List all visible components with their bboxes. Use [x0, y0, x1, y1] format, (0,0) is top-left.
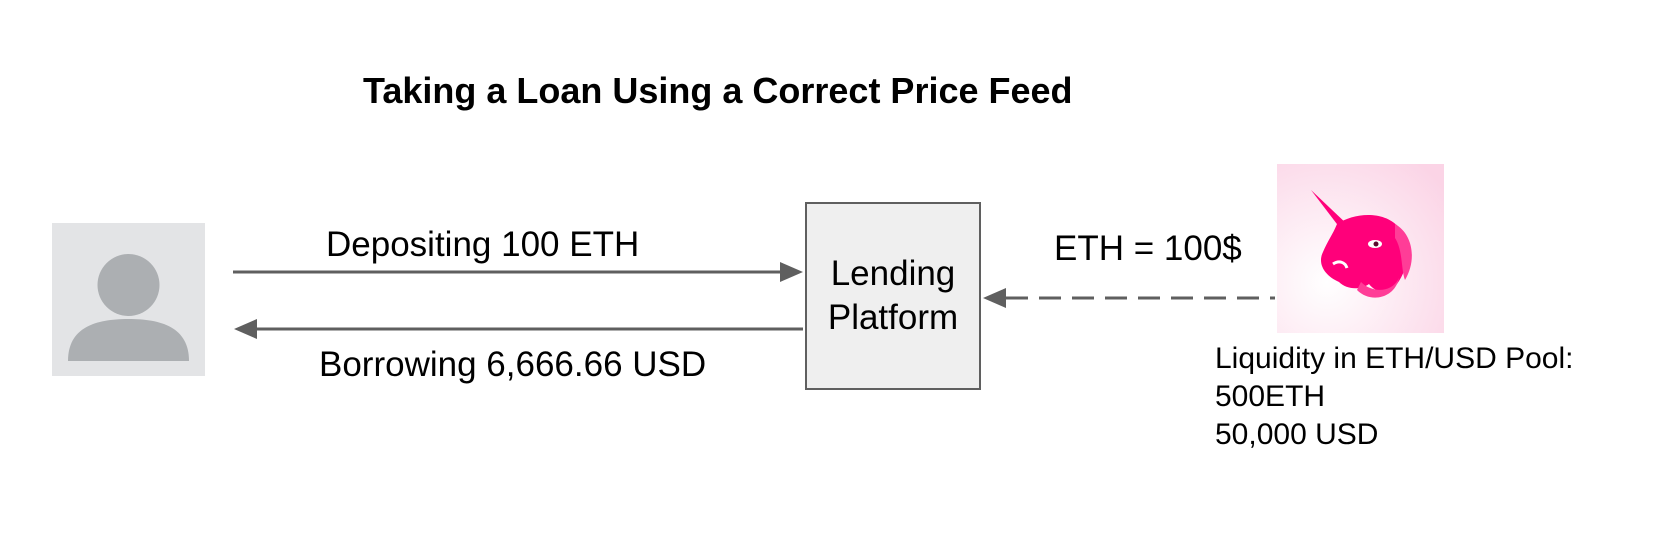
liquidity-line-usd: 50,000 USD: [1215, 418, 1379, 451]
pool-liquidity-text: Liquidity in ETH/USD Pool: 500ETH 50,000…: [1215, 340, 1573, 454]
diagram-title: Taking a Loan Using a Correct Price Feed: [363, 70, 1073, 111]
lending-platform-box: Lending Platform: [805, 202, 981, 390]
borrow-arrow: [234, 319, 803, 339]
liquidity-line-title: Liquidity in ETH/USD Pool:: [1215, 342, 1574, 375]
borrow-label: Borrowing 6,666.66 USD: [319, 345, 707, 384]
user-avatar-icon: [52, 223, 205, 376]
uniswap-logo-icon: [1277, 164, 1444, 333]
deposit-arrow: [233, 262, 803, 282]
lending-platform-label: Lending Platform: [827, 254, 959, 337]
price-feed-label: ETH = 100$: [1054, 229, 1242, 268]
liquidity-line-eth: 500ETH: [1215, 380, 1326, 413]
price-feed-arrow: [983, 288, 1275, 308]
deposit-label: Depositing 100 ETH: [326, 225, 640, 264]
